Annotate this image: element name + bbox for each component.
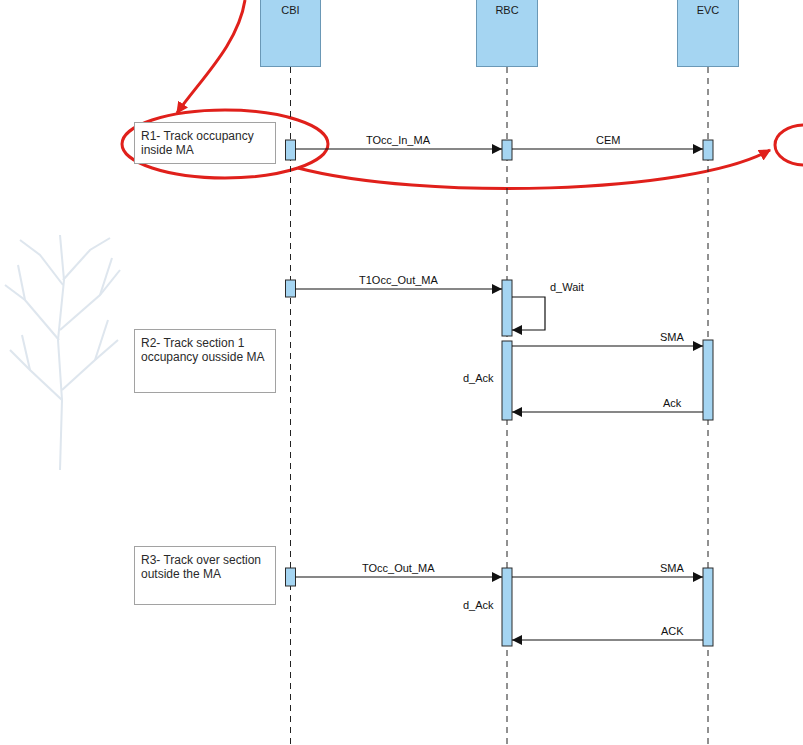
message-arrow <box>296 148 503 149</box>
message-label: ACK <box>659 625 686 638</box>
message-label: CEM <box>594 134 622 147</box>
activation-bars <box>286 140 714 646</box>
message-label: T1Occ_Out_MA <box>357 274 440 287</box>
message-arrow <box>512 576 703 577</box>
pointer-arrow <box>298 150 770 189</box>
message-label: TOcc_In_MA <box>364 134 432 147</box>
message-arrow <box>296 288 503 289</box>
highlight-ellipse <box>775 125 803 165</box>
activation-bar <box>703 568 713 646</box>
node-text: R2- Track section 1 occupancy ousside MA <box>141 336 269 364</box>
activation-bar <box>703 340 713 420</box>
node-text: EVC <box>678 4 738 17</box>
activation-bar <box>286 280 296 297</box>
message-arrow <box>512 345 703 346</box>
tree-watermark <box>5 235 120 470</box>
activation-bar <box>502 568 512 646</box>
message-arrow <box>512 639 703 640</box>
note-box: R2- Track section 1 occupancy ousside MA <box>134 329 276 393</box>
duration-label: d_Ack <box>461 599 496 612</box>
lifeline-head: CBI <box>260 0 321 67</box>
node-text: R1- Track occupancy inside MA <box>141 129 269 157</box>
activation-bar <box>286 568 296 586</box>
message-arrow <box>512 297 545 330</box>
message-label: SMA <box>658 562 686 575</box>
node-text: RBC <box>477 4 537 17</box>
message-label: d_Wait <box>548 281 586 294</box>
duration-label: d_Ack <box>461 372 496 385</box>
lifeline-head: EVC <box>677 0 739 67</box>
activation-bar <box>502 280 512 336</box>
lifeline-head: RBC <box>476 0 538 67</box>
node-text: CBI <box>261 4 320 17</box>
message-label: TOcc_Out_MA <box>360 562 437 575</box>
note-box: R3- Track over section outside the MA <box>134 546 276 605</box>
message-label: Ack <box>661 397 683 410</box>
message-arrow <box>296 576 503 577</box>
messages <box>296 149 704 640</box>
highlight-ellipse <box>122 110 328 178</box>
activation-bar <box>502 140 512 160</box>
activation-bar <box>286 140 296 160</box>
lifeline <box>290 67 291 745</box>
pointer-arrow <box>177 0 245 113</box>
message-arrow <box>512 411 703 412</box>
activation-bar <box>502 341 512 420</box>
message-arrow <box>512 148 703 149</box>
lifelines <box>291 67 709 745</box>
node-text: R3- Track over section outside the MA <box>141 553 269 581</box>
activation-bar <box>703 140 713 160</box>
note-box: R1- Track occupancy inside MA <box>134 122 276 164</box>
message-label: SMA <box>658 331 686 344</box>
